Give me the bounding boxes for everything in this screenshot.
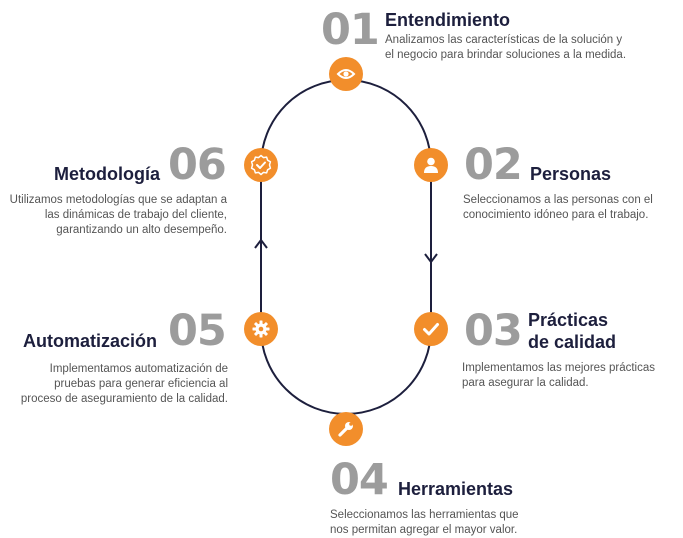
badge-check-icon bbox=[250, 154, 272, 176]
arrow-down-icon bbox=[424, 253, 438, 264]
step-03-description: Implementamos las mejores prácticas para… bbox=[462, 361, 682, 391]
step-01-number: 01 bbox=[321, 5, 380, 55]
arrow-up-icon bbox=[254, 238, 268, 249]
step-04-number: 04 bbox=[330, 455, 389, 505]
step-06-description: Utilizamos metodologías que se adaptan a… bbox=[0, 193, 227, 238]
step-01-badge bbox=[329, 57, 363, 91]
step-06-number: 06 bbox=[168, 140, 227, 190]
step-02-number: 02 bbox=[464, 140, 523, 190]
gear-icon bbox=[252, 320, 270, 338]
step-06-description-line: las dinámicas de trabajo del cliente, bbox=[44, 209, 227, 221]
step-02-description: Seleccionamos a las personas con el cono… bbox=[463, 193, 683, 223]
step-04-description: Seleccionamos las herramientas que nos p… bbox=[330, 508, 590, 538]
step-03-title-line: de calidad bbox=[528, 332, 617, 352]
step-04-title: Herramientas bbox=[398, 479, 514, 499]
step-03-title: Prácticas de calidad bbox=[528, 309, 616, 353]
step-01-title: Entendimiento bbox=[385, 10, 510, 30]
user-icon bbox=[424, 157, 438, 173]
step-04-description-line: nos permitan agregar el mayor valor. bbox=[330, 524, 518, 536]
step-05-badge bbox=[244, 312, 278, 346]
step-06-description-line: garantizando un alto desempeño. bbox=[56, 224, 227, 236]
step-03-number: 03 bbox=[464, 306, 523, 356]
step-05-description-line: Implementamos automatización de bbox=[49, 363, 228, 375]
step-01-description-line: el negocio para brindar soluciones a la … bbox=[385, 49, 627, 61]
step-01-description: Analizamos las características de la sol… bbox=[385, 33, 645, 63]
step-03-description-line: Implementamos las mejores prácticas bbox=[462, 362, 656, 374]
step-02-description-line: Seleccionamos a las personas con el bbox=[463, 194, 653, 206]
step-01-description-line: Analizamos las características de la sol… bbox=[385, 34, 623, 46]
step-04-description-line: Seleccionamos las herramientas que bbox=[330, 509, 519, 521]
step-03-title-line: Prácticas bbox=[528, 310, 609, 330]
step-05-description-line: pruebas para generar eficiencia al bbox=[54, 378, 228, 390]
step-05-description-line: proceso de aseguramiento de la calidad. bbox=[20, 393, 228, 405]
step-02-badge bbox=[414, 148, 448, 182]
step-06-title: Metodología bbox=[54, 164, 160, 184]
step-06-badge bbox=[244, 148, 278, 182]
step-03-description-line: para asegurar la calidad. bbox=[462, 377, 589, 389]
wrench-icon bbox=[338, 422, 353, 437]
step-02-title: Personas bbox=[530, 164, 612, 184]
step-04-badge bbox=[329, 412, 363, 446]
step-03-badge bbox=[414, 312, 448, 346]
eye-icon bbox=[336, 69, 356, 79]
step-02-description-line: conocimiento idóneo para el trabajo. bbox=[463, 209, 649, 221]
step-05-number: 05 bbox=[168, 306, 227, 356]
step-06-description-line: Utilizamos metodologías que se adaptan a bbox=[9, 194, 227, 206]
step-05-title: Automatización bbox=[22, 331, 157, 351]
checkmark-icon bbox=[423, 323, 439, 336]
cycle-loop-path bbox=[260, 79, 432, 415]
step-05-description: Implementamos automatización de pruebas … bbox=[0, 362, 228, 407]
